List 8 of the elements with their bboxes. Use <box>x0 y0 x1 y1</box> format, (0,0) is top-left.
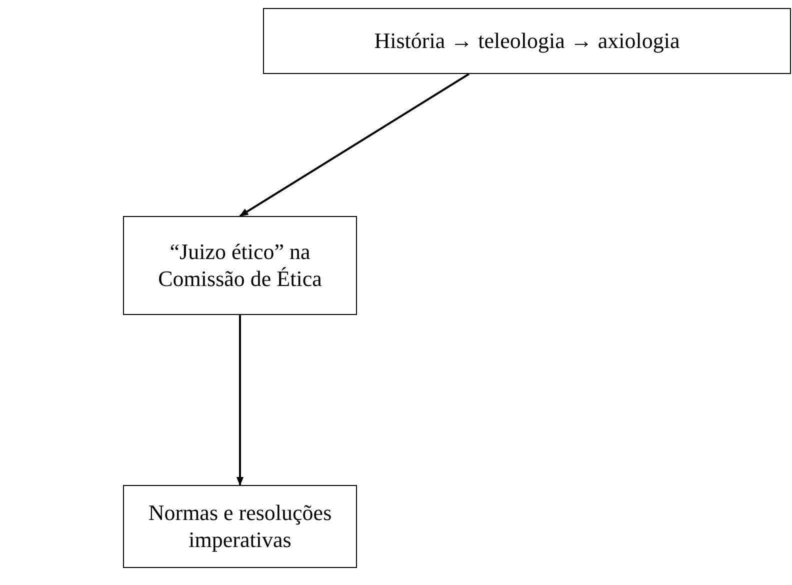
arrow <box>236 315 244 486</box>
box-text: Normas e resoluções imperativas <box>147 500 333 553</box>
box-text: História → teleologia → axiologia <box>374 28 680 54</box>
process-box <box>263 8 791 74</box>
process-box <box>123 216 357 315</box>
process-box <box>123 485 357 568</box>
arrow <box>239 73 470 217</box>
box-text: “Juizo ético” na Comissão de Ética <box>157 239 323 292</box>
